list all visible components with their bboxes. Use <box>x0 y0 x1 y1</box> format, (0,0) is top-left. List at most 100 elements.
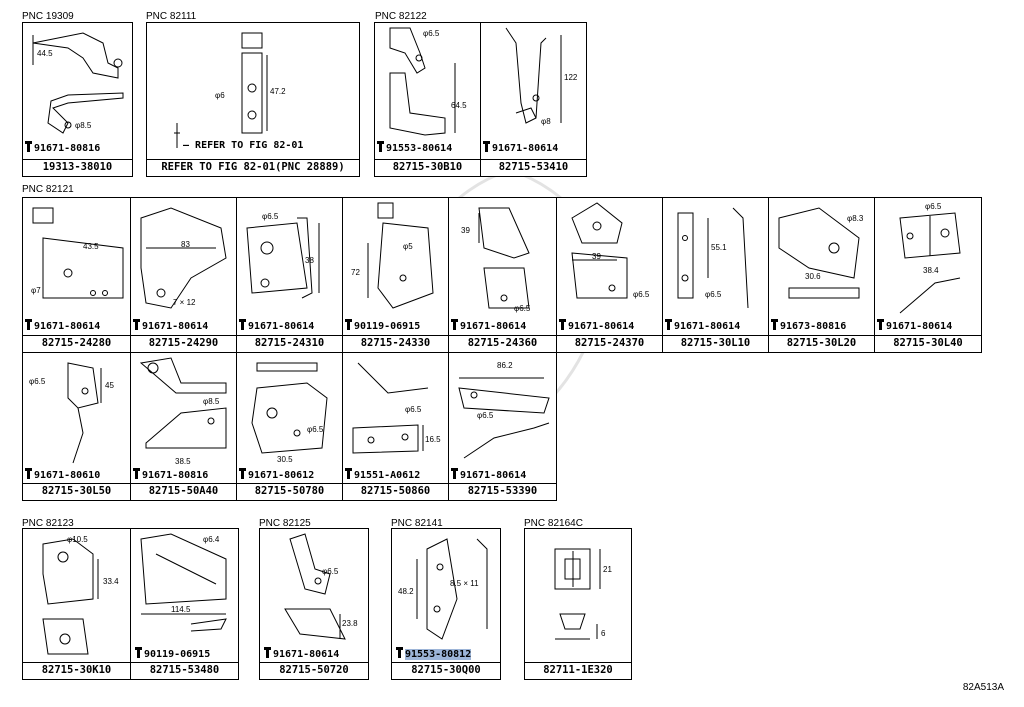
dimension-label: φ6.5 <box>307 425 324 434</box>
bolt-part-number[interactable]: 91553-80614 <box>377 141 452 155</box>
part-number[interactable]: 82715-50720 <box>260 662 368 679</box>
bolt-part-number[interactable]: 91671-80614 <box>665 319 740 333</box>
dimension-label: 45 <box>105 381 114 390</box>
part-cell[interactable]: 47.2 φ6 — REFER TO FIG 82-01 REFER TO FI… <box>146 22 360 177</box>
part-number[interactable]: 82715-53410 <box>481 159 586 176</box>
part-number[interactable]: 82711-1E320 <box>525 662 631 679</box>
bolt-part-number[interactable]: 91551-A0612 <box>345 468 420 482</box>
part-number[interactable]: 82715-50860 <box>343 483 448 500</box>
part-cell[interactable]: 86.2 φ6.5 91671-80614 82715-53390 <box>448 352 557 501</box>
part-cell[interactable]: φ6.5 45 91671-80610 82715-30L50 <box>22 352 131 501</box>
dimension-label: φ8 <box>541 117 551 126</box>
part-cell[interactable]: 48.2 8.5 × 11 91553-80812 82715-30Q00 <box>391 528 501 680</box>
bolt-part-number[interactable]: 90119-06915 <box>135 647 210 661</box>
dimension-label: φ6.5 <box>477 411 494 420</box>
part-number[interactable]: 82715-24310 <box>237 335 342 352</box>
bolt-part-number[interactable]: 91671-80614 <box>133 319 208 333</box>
dimension-label: φ8.5 <box>75 121 92 130</box>
part-cell[interactable]: φ10.5 33.4 82715-30K10 <box>22 528 131 680</box>
bolt-icon <box>483 141 490 152</box>
part-number[interactable]: 82715-53480 <box>131 662 238 679</box>
bolt-part-number[interactable]: 91671-80614 <box>264 647 339 661</box>
part-cell[interactable]: 39 φ6.5 91671-80614 82715-24370 <box>556 197 663 353</box>
bolt-part-number[interactable]: 91671-80612 <box>239 468 314 482</box>
part-cell[interactable]: φ8.3 30.6 91673-80816 82715-30L20 <box>768 197 875 353</box>
bolt-icon <box>451 319 458 330</box>
bolt-part-number[interactable]: 91671-80614 <box>451 319 526 333</box>
part-number[interactable]: REFER TO FIG 82-01(PNC 28889) <box>147 159 359 176</box>
part-number[interactable]: 82715-24290 <box>131 335 236 352</box>
bolt-part-number[interactable]: 91671-80614 <box>25 319 100 333</box>
part-number[interactable]: 82715-30Q00 <box>392 662 500 679</box>
dimension-label: 30.5 <box>277 455 293 464</box>
part-number[interactable]: 82715-30L20 <box>769 335 874 352</box>
bolt-icon <box>396 647 403 658</box>
dimension-label: φ6.5 <box>925 202 942 211</box>
bolt-icon <box>877 319 884 330</box>
pnc-label: PNC 82141 <box>391 518 443 529</box>
dimension-label: 83 <box>181 240 190 249</box>
bolt-part-number[interactable]: 91671-80614 <box>483 141 558 155</box>
part-cell[interactable]: φ8.5 38.5 91671-80816 82715-50A40 <box>130 352 237 501</box>
part-number[interactable]: 82715-24360 <box>449 335 556 352</box>
bolt-part-number[interactable]: 91673-80816 <box>771 319 846 333</box>
part-cell[interactable]: φ6.5 64.5 91553-80614 82715-30B10 <box>374 22 481 177</box>
part-number[interactable]: 82715-24370 <box>557 335 662 352</box>
part-cell[interactable]: φ6.5 38.4 91671-80614 82715-30L40 <box>874 197 982 353</box>
bolt-icon <box>559 319 566 330</box>
part-number[interactable]: 82715-30L10 <box>663 335 768 352</box>
part-cell[interactable]: 39 φ6.5 91671-80614 82715-24360 <box>448 197 557 353</box>
dimension-label: 39 <box>592 252 601 261</box>
part-number[interactable]: 82715-24330 <box>343 335 448 352</box>
dimension-label: 7 × 12 <box>173 298 196 307</box>
part-cell[interactable]: φ6.5 23.8 91671-80614 82715-50720 <box>259 528 369 680</box>
part-number[interactable]: 82715-30L50 <box>23 483 130 500</box>
dimension-label: 86.2 <box>497 361 513 370</box>
pnc-label: PNC 82123 <box>22 518 74 529</box>
part-cell[interactable]: 44.5 φ8.5 91671-80816 19313-38010 <box>22 22 133 177</box>
bolt-part-number[interactable]: 91671-80614 <box>877 319 952 333</box>
part-cell[interactable]: φ6.5 16.5 91551-A0612 82715-50860 <box>342 352 449 501</box>
part-cell[interactable]: 55.1 φ6.5 91671-80614 82715-30L10 <box>662 197 769 353</box>
part-number[interactable]: 82715-30B10 <box>375 159 480 176</box>
bolt-part-number[interactable]: 91671-80614 <box>559 319 634 333</box>
dimension-label: φ8.3 <box>847 214 864 223</box>
part-cell[interactable]: φ6.5 30.5 91671-80612 82715-50780 <box>236 352 343 501</box>
pnc-label: PNC 82164C <box>524 518 583 529</box>
part-cell[interactable]: 21 6 82711-1E320 <box>524 528 632 680</box>
part-number[interactable]: 82715-50A40 <box>131 483 236 500</box>
part-number[interactable]: 82715-53390 <box>449 483 556 500</box>
dimension-label: φ6.5 <box>262 212 279 221</box>
part-number[interactable]: 19313-38010 <box>23 159 132 176</box>
dimension-label: 72 <box>351 268 360 277</box>
bolt-part-number[interactable]: 91671-80816 <box>25 141 100 155</box>
part-cell[interactable]: φ6.5 38 91671-80614 82715-24310 <box>236 197 343 353</box>
dimension-label: 38.5 <box>175 457 191 466</box>
part-cell[interactable]: 43.5 φ7 91671-80614 82715-24280 <box>22 197 131 353</box>
dimension-label: φ10.5 <box>67 535 88 544</box>
bolt-part-number[interactable]: 91553-80812 <box>396 647 472 661</box>
bolt-part-number[interactable]: 90119-06915 <box>345 319 420 333</box>
bolt-part-number[interactable]: 91671-80614 <box>239 319 314 333</box>
bolt-part-number[interactable]: 91671-80610 <box>25 468 100 482</box>
bolt-part-number[interactable]: 91671-80614 <box>451 468 526 482</box>
dimension-label: 21 <box>603 565 612 574</box>
bolt-icon <box>133 468 140 479</box>
bolt-icon <box>25 468 32 479</box>
bolt-icon <box>239 319 246 330</box>
part-number[interactable]: 82715-50780 <box>237 483 342 500</box>
dimension-label: 38 <box>305 256 314 265</box>
part-number[interactable]: 82715-30K10 <box>23 662 130 679</box>
dimension-label: φ6.5 <box>29 377 46 386</box>
part-number[interactable]: 82715-24280 <box>23 335 130 352</box>
dimension-label: 38.4 <box>923 266 939 275</box>
part-cell[interactable]: φ6.4 114.5 90119-06915 82715-53480 <box>130 528 239 680</box>
part-cell[interactable]: φ5 72 90119-06915 82715-24330 <box>342 197 449 353</box>
bolt-part-number[interactable]: 91671-80816 <box>133 468 208 482</box>
bolt-icon <box>345 319 352 330</box>
part-cell[interactable]: 122 φ8 91671-80614 82715-53410 <box>480 22 587 177</box>
part-number[interactable]: 82715-30L40 <box>875 335 981 352</box>
bolt-icon <box>665 319 672 330</box>
dimension-label: φ6.5 <box>405 405 422 414</box>
part-cell[interactable]: 83 7 × 12 91671-80614 82715-24290 <box>130 197 237 353</box>
